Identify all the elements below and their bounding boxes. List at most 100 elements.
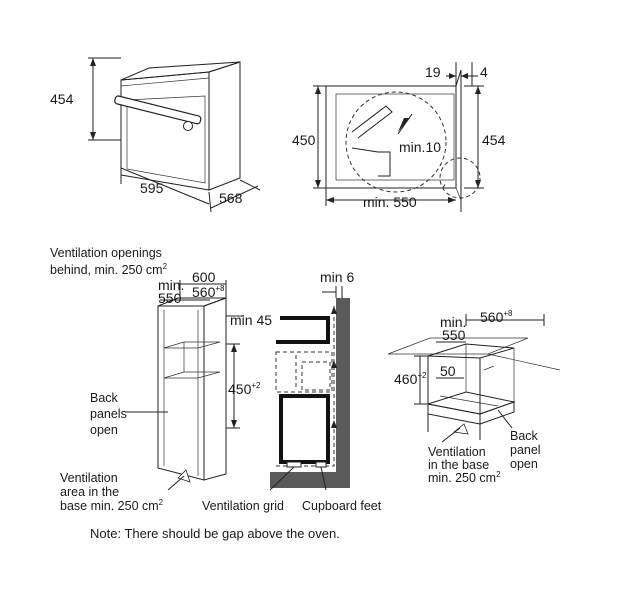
arrow-icon	[231, 420, 237, 428]
floor	[270, 472, 350, 488]
detail-foot	[378, 151, 391, 177]
bracket-mark	[483, 365, 495, 371]
arrow-icon	[331, 360, 337, 368]
vent-base-line2: area in the	[60, 485, 119, 499]
arrow-icon	[449, 73, 456, 79]
oven-top-face	[120, 61, 241, 81]
cross-section-view: min 6 Ventilation grid Cupboard feet	[202, 269, 382, 513]
back-panels-line2: panels	[90, 407, 127, 421]
airflow-arrow-icon	[453, 423, 469, 435]
oven-inner-dashed	[301, 361, 331, 391]
dim-454-right-label: 454	[482, 132, 506, 148]
uc-dim-550-label: 550	[442, 327, 466, 343]
cupboard-feet-label: Cupboard feet	[302, 499, 382, 513]
cupboard-foot-mark	[315, 461, 327, 468]
arrow-icon	[231, 344, 237, 352]
oven-side-section: min.10 450 454 19 4 min. 550	[292, 62, 506, 212]
base-side	[479, 401, 515, 425]
dim-550-label: 550	[158, 290, 182, 306]
dim-600-label: 600	[192, 269, 216, 285]
uc-dim-50-label: 50	[440, 363, 456, 379]
detail-leader	[351, 147, 379, 153]
counter-top	[387, 337, 529, 355]
back-panels-line3: open	[90, 423, 118, 437]
uc-back-leader	[497, 409, 513, 429]
handle-end-cap	[183, 121, 193, 131]
cabinet-side	[203, 297, 227, 481]
tall-unit-view: Ventilation openings behind, min. 250 cm…	[50, 246, 272, 513]
oven-3d-view: 454 595 568	[50, 57, 261, 213]
arrow-icon	[331, 306, 337, 314]
oven-door-window	[126, 95, 206, 184]
arrow-icon	[331, 420, 337, 428]
vent-behind-line1: Ventilation openings	[50, 246, 162, 260]
shelf-lower	[163, 371, 221, 379]
oven-side-face	[208, 61, 241, 191]
vent-base-line3: base min. 250 cm2	[60, 498, 164, 513]
arrow-icon	[315, 86, 321, 94]
arrow-icon	[461, 73, 468, 79]
vent-base-line1: Ventilation	[60, 471, 118, 485]
arrow-icon	[326, 197, 334, 203]
dim-tick	[239, 179, 261, 191]
uc-vent-line3: min. 250 cm2	[428, 470, 501, 485]
section-inner	[335, 93, 455, 181]
vent-grid-mark	[286, 461, 302, 468]
dim-line-568	[210, 185, 259, 209]
uc-min-label: min.	[440, 314, 466, 330]
arrow-icon	[475, 180, 481, 188]
uc-vent-line2: in the base	[428, 458, 489, 472]
dim-min6-label: min 6	[320, 269, 354, 285]
airflow-path	[276, 306, 335, 467]
feet-leader	[320, 466, 327, 491]
arrow-icon	[448, 197, 456, 203]
detail-zoom-circle	[439, 157, 481, 199]
vent-grid-leader	[269, 466, 295, 491]
gap-note: Note: There should be gap above the oven…	[90, 526, 340, 541]
uc-back-line2: panel	[510, 443, 541, 457]
dim-568-label: 568	[219, 190, 243, 206]
back-panels-line1: Back	[90, 391, 119, 405]
upper-cupboard	[276, 316, 330, 344]
dim-min45-label: min 45	[230, 312, 272, 328]
dim-560-label: 560+8	[192, 284, 225, 300]
uc-dim-560-label: 560+8	[480, 309, 513, 325]
under-counter-view: 560+8 min. 550 460+2 50 Back panel open …	[387, 309, 561, 485]
dim-tick	[208, 191, 212, 213]
niche-top	[427, 343, 515, 359]
uc-dim-460-label: 460+2	[394, 371, 427, 387]
base-front	[427, 403, 481, 425]
dim-454-label: 454	[50, 91, 74, 107]
counter-edge-right	[487, 353, 561, 371]
vent-behind-line2: behind, min. 250 cm2	[50, 262, 168, 277]
front-panel-line	[455, 69, 462, 87]
dim-4-label: 4	[480, 64, 488, 80]
cabinet-front	[157, 305, 205, 481]
niche-floor	[427, 391, 516, 415]
back-wall	[336, 298, 350, 488]
detail-circle	[345, 91, 447, 193]
oven-dashed	[275, 351, 333, 393]
dim-min550-label: min. 550	[363, 194, 417, 210]
dim-line-595	[120, 167, 210, 205]
dim-19-label: 19	[425, 64, 441, 80]
uc-vent-line1: Ventilation	[428, 445, 486, 459]
min-label: min.	[158, 277, 184, 293]
arrow-icon	[475, 86, 481, 94]
min10-label: min.10	[399, 139, 441, 155]
airflow-arrow-stem	[441, 427, 461, 443]
dim-450-2-label: 450+2	[228, 381, 261, 397]
uc-back-line3: open	[510, 457, 538, 471]
arrow-icon	[90, 58, 96, 66]
detail-pointer	[397, 113, 413, 135]
dim-595-label: 595	[140, 180, 164, 196]
oven-front-face	[120, 71, 210, 191]
oven-handle	[114, 95, 202, 125]
base-line	[439, 395, 499, 407]
section-outer	[325, 85, 457, 189]
uc-back-line1: Back	[510, 429, 539, 443]
zoom-link	[442, 181, 447, 189]
detail-bracket	[351, 105, 393, 139]
vent-grid-label: Ventilation grid	[202, 499, 284, 513]
